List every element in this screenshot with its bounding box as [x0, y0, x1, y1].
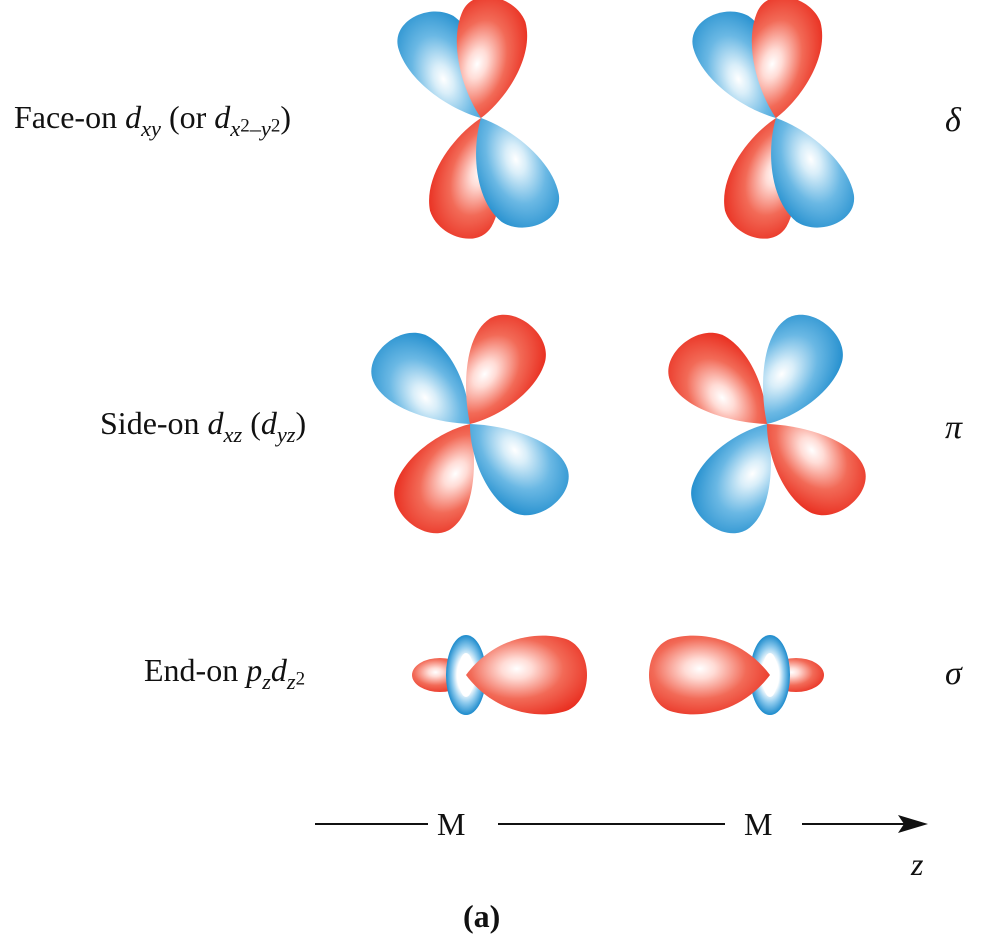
atom-label-left: M	[437, 808, 465, 840]
dz2-orbital-right	[649, 635, 824, 715]
dxy-orbital-left	[389, 0, 566, 247]
dxz-orbital-right	[656, 302, 878, 546]
figure-caption: (a)	[463, 900, 500, 932]
axis-label-z: z	[911, 848, 923, 880]
row-label-end-on: End-on pzdz2	[144, 654, 305, 686]
symbol-delta: δ	[945, 104, 961, 138]
pz-orbital-left	[412, 635, 587, 715]
dxz-orbital-left	[359, 302, 581, 546]
atom-label-right: M	[744, 808, 772, 840]
row-label-face-on: Face-on dxy (or dx2–y2)	[14, 101, 291, 133]
symbol-sigma: σ	[945, 657, 962, 691]
row-label-side-on: Side-on dxz (dyz)	[100, 407, 306, 439]
dxy-orbital-right	[684, 0, 861, 247]
symbol-pi: π	[945, 411, 962, 445]
